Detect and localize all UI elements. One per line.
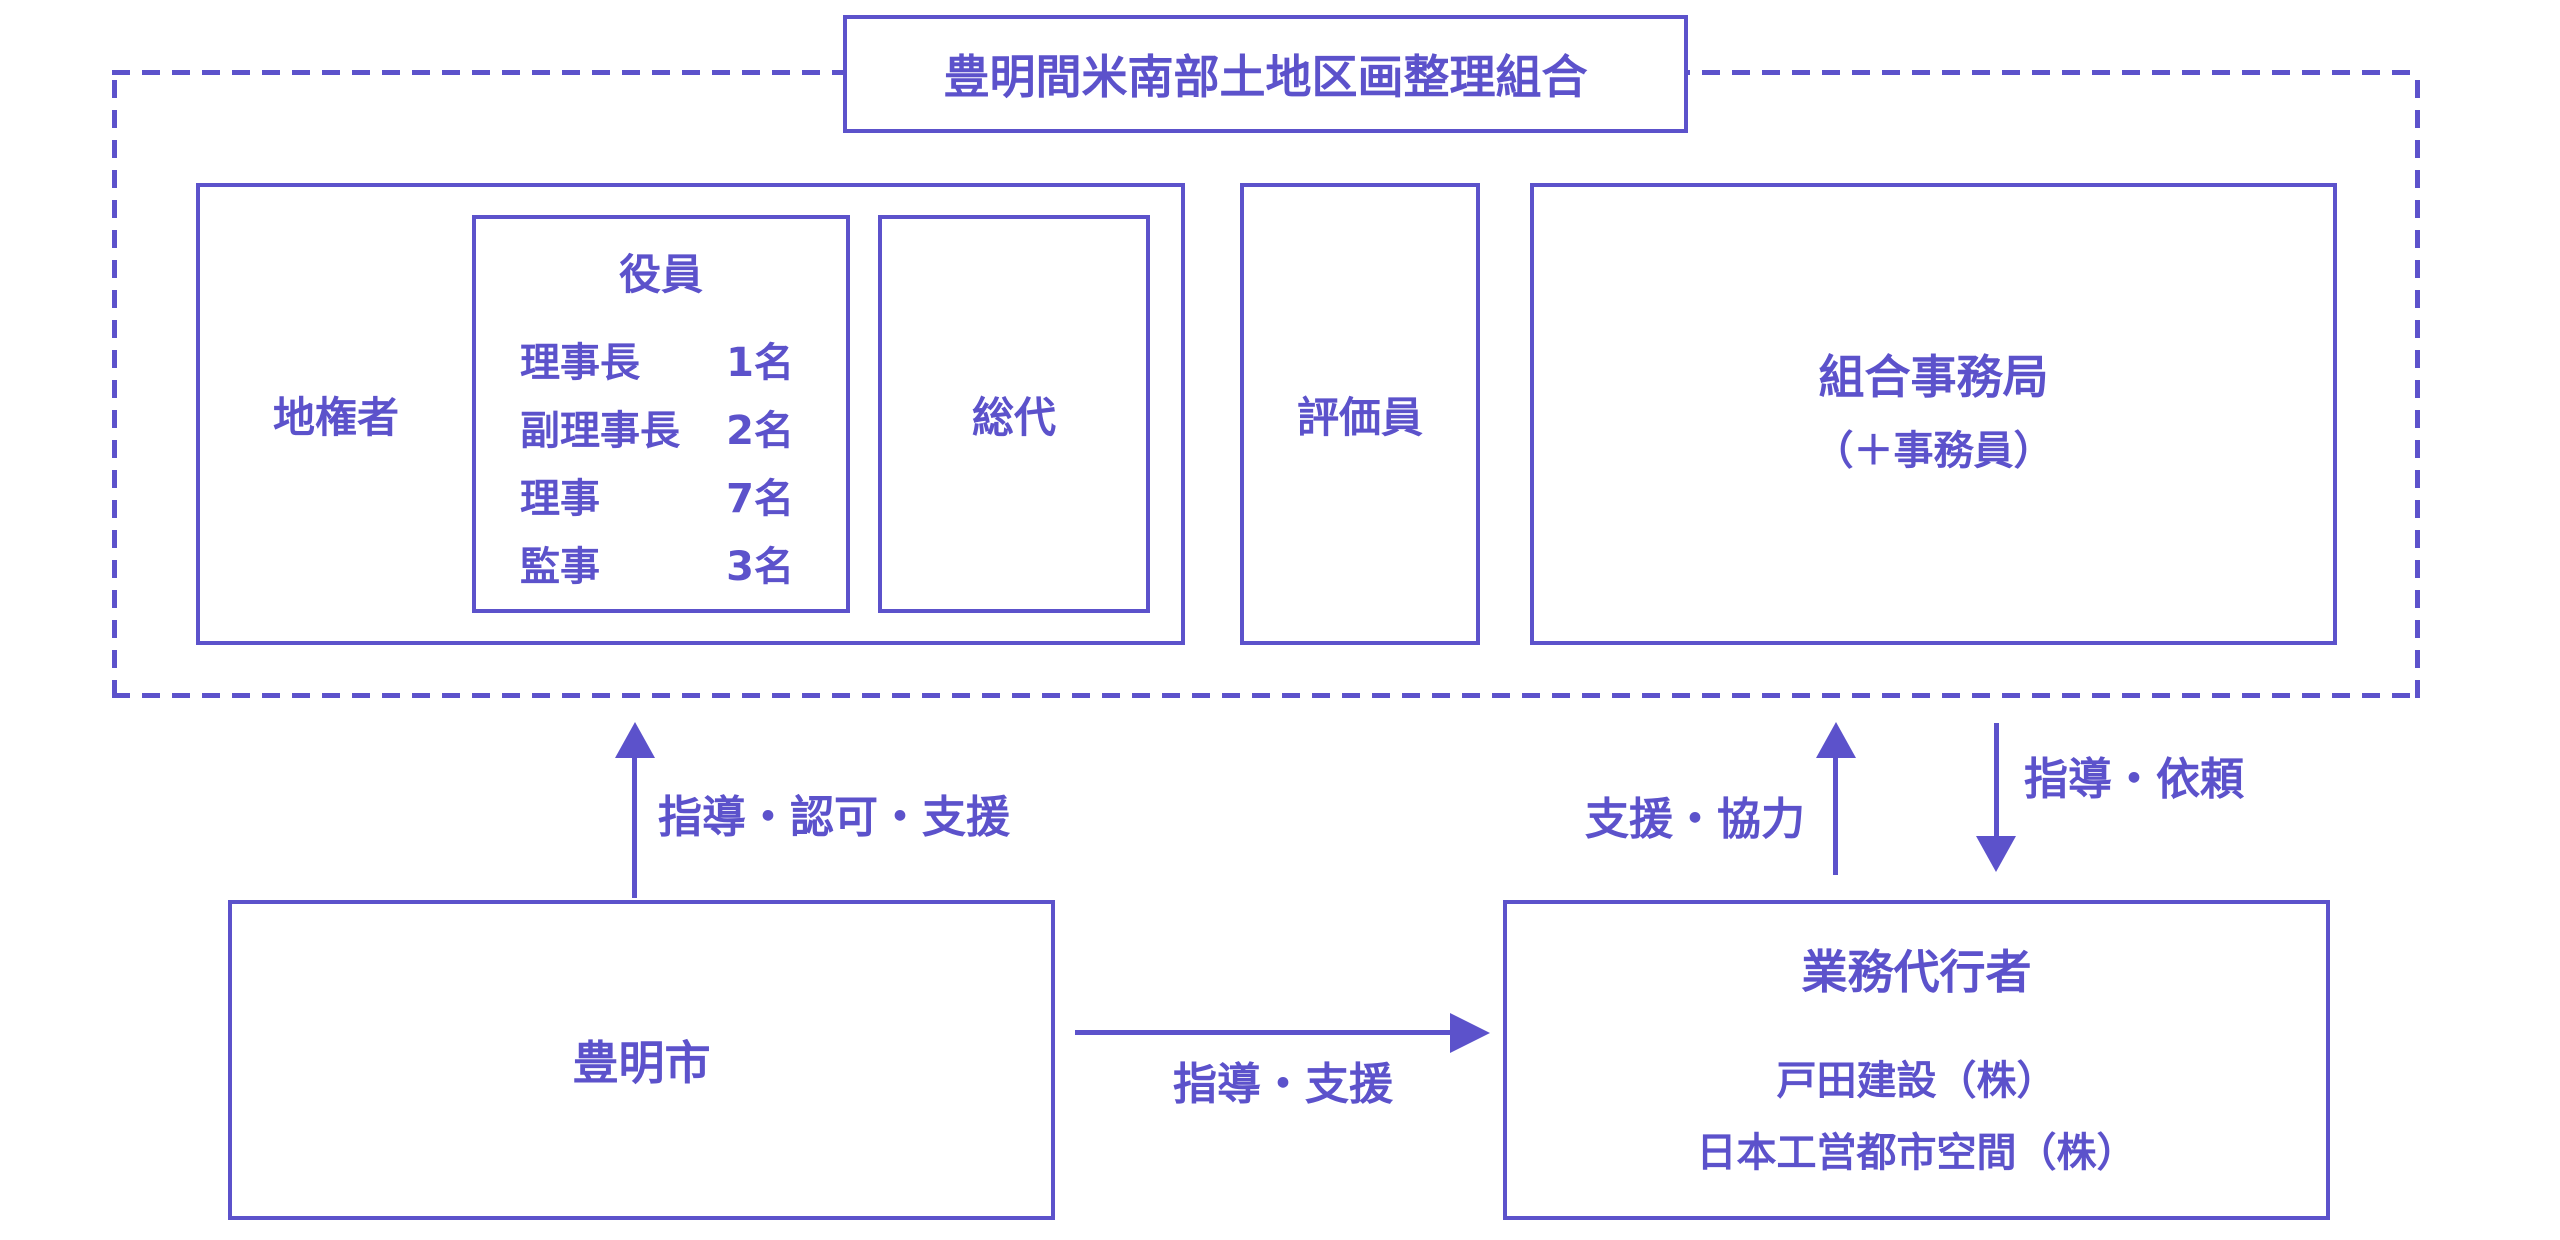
arrow-label-association-to-agent: 指導・依頼 — [2024, 754, 2244, 805]
landowners-box: 地権者 役員 理事長 1名 副理事長 2名 理事 7名 — [196, 183, 1185, 645]
roster-count: 3名 — [726, 544, 794, 590]
association-title: 豊明間米南部土地区画整理組合 — [943, 50, 1588, 104]
secretariat-sublabel: （＋事務員） — [1813, 428, 2054, 474]
roster-role: 監事 — [520, 544, 600, 590]
landowners-label: 地権者 — [272, 392, 399, 442]
roster-row: 理事 7名 — [520, 461, 794, 529]
city-label: 豊明市 — [572, 1036, 711, 1090]
arrow-down-association-to-agent-icon — [1976, 836, 2016, 872]
roster-role: 副理事長 — [520, 408, 680, 454]
roster-count: 7名 — [726, 476, 794, 522]
evaluators-label: 評価員 — [1296, 392, 1423, 442]
agent-company: 戸田建設（株） — [1776, 1058, 2057, 1104]
agent-title: 業務代行者 — [1801, 945, 2032, 999]
representatives-label: 総代 — [971, 392, 1056, 442]
arrow-shaft — [1833, 752, 1838, 875]
secretariat-box: 組合事務局 （＋事務員） — [1530, 183, 2337, 645]
officers-roster: 理事長 1名 副理事長 2名 理事 7名 監事 3名 — [520, 325, 794, 597]
arrow-label-city-to-agent: 指導・支援 — [1173, 1059, 1393, 1110]
roster-row: 副理事長 2名 — [520, 393, 794, 461]
roster-role: 理事長 — [520, 340, 640, 386]
evaluators-box: 評価員 — [1240, 183, 1480, 645]
arrow-right-city-to-agent-icon — [1450, 1013, 1490, 1053]
roster-row: 理事長 1名 — [520, 325, 794, 393]
officers-box: 役員 理事長 1名 副理事長 2名 理事 7名 監事 3名 — [472, 215, 850, 613]
roster-count: 2名 — [726, 408, 794, 454]
arrow-label-city-to-association: 指導・認可・支援 — [658, 792, 1010, 843]
arrow-shaft — [1994, 723, 1999, 838]
secretariat-label: 組合事務局 — [1818, 350, 2049, 404]
representatives-box: 総代 — [878, 215, 1150, 613]
roster-role: 理事 — [520, 476, 600, 522]
arrow-label-agent-to-association: 支援・協力 — [1585, 794, 1805, 845]
roster-row: 監事 3名 — [520, 529, 794, 597]
agent-company: 日本工営都市空間（株） — [1696, 1130, 2137, 1176]
agent-box: 業務代行者 戸田建設（株） 日本工営都市空間（株） — [1503, 900, 2330, 1220]
roster-count: 1名 — [726, 340, 794, 386]
arrow-shaft — [632, 752, 637, 898]
officers-title: 役員 — [618, 249, 703, 299]
city-box: 豊明市 — [228, 900, 1055, 1220]
association-title-box: 豊明間米南部土地区画整理組合 — [843, 15, 1688, 133]
arrow-shaft — [1075, 1030, 1452, 1035]
